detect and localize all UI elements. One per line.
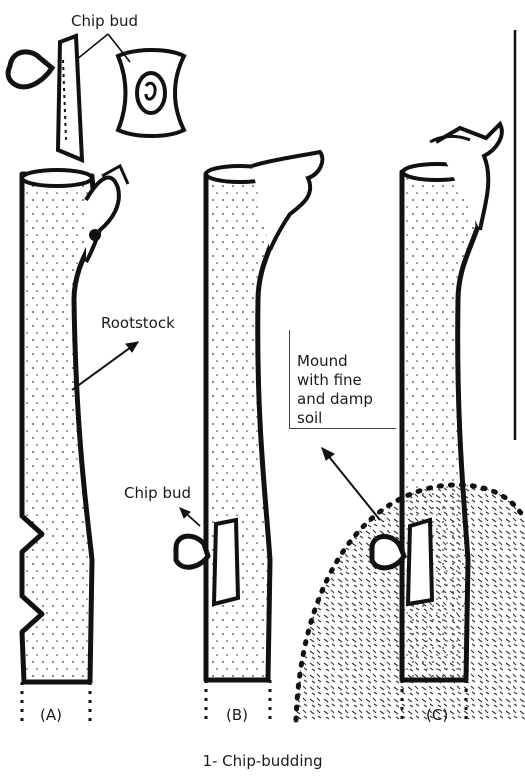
- chip-bud-label-top: Chip bud: [71, 12, 138, 31]
- figure-caption: 1- Chip-budding: [0, 752, 525, 770]
- chip-bud-label-side: Chip bud: [124, 484, 191, 503]
- stem-a: [22, 166, 128, 722]
- chip-bud-detail: [8, 34, 184, 160]
- panel-c-label: (C): [426, 706, 448, 725]
- panel-b-label: (B): [226, 706, 248, 725]
- mound-label: Mound with fine and damp soil: [297, 352, 373, 428]
- rootstock-label: Rootstock: [101, 314, 175, 333]
- panel-a-label: (A): [40, 706, 62, 725]
- stem-b: [176, 152, 322, 720]
